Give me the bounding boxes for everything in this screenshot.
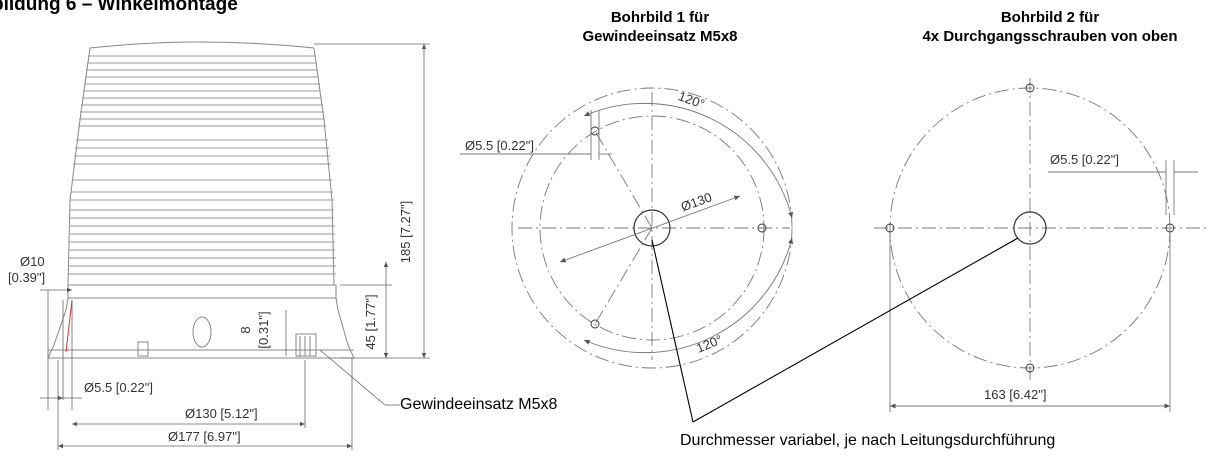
pattern-2-span-label: 163 [6.42"] [984,387,1046,402]
diameter-leader-lines [651,237,1019,423]
pattern-1-angle-bottom-label: 120° [694,332,725,356]
pattern-2-drawing [874,78,1210,412]
lens-ribs [68,55,336,275]
pattern-2-hole-label: Ø5.5 [0.22"] [1050,152,1119,167]
diameter-callout: Durchmesser variabel, je nach Leitungsdu… [680,432,1056,449]
dim-130-label: Ø130 [5.12"] [185,406,258,421]
pattern-1-drawing [460,87,794,369]
pattern-1-circle-label: Ø130 [679,189,714,214]
pattern-1-header-line-1: Bohrbild 1 für [610,9,710,26]
pattern-1-header-line-2: Gewindeeinsatz M5x8 [582,28,738,45]
pattern-2-header-line-2: 4x Durchgangsschrauben von oben [922,28,1178,45]
pattern-1-hole-label: Ø5.5 [0.22"] [465,138,534,153]
dim-base-label: 45 [1.77"] [363,294,378,349]
dim-8-imperial-label: [0.31"] [256,311,271,348]
dim-height-label: 185 [7.27"] [398,201,413,263]
beacon-side-view [47,41,355,359]
pattern-1-header: Bohrbild 1 für Gewindeeinsatz M5x8 [544,8,776,46]
insert-callout: Gewindeeinsatz M5x8 [400,396,558,413]
dim-phi10-imperial-label: [0.39"] [8,270,45,285]
pattern-1-angle-top-label: 120° [676,88,706,111]
dim-phi10-label: Ø10 [20,254,45,269]
pattern-2-header-line-1: Bohrbild 2 für [1000,9,1100,26]
pattern-2-header: Bohrbild 2 für 4x Durchgangsschrauben vo… [900,8,1200,46]
page-title: bildung 6 – Winkelmontage [0,0,238,15]
dim-177-label: Ø177 [6.97"] [168,429,241,444]
side-dimension-lines [40,43,430,450]
dim-8-label: 8 [238,326,253,333]
dim-hole-label: Ø5.5 [0.22"] [84,380,153,395]
